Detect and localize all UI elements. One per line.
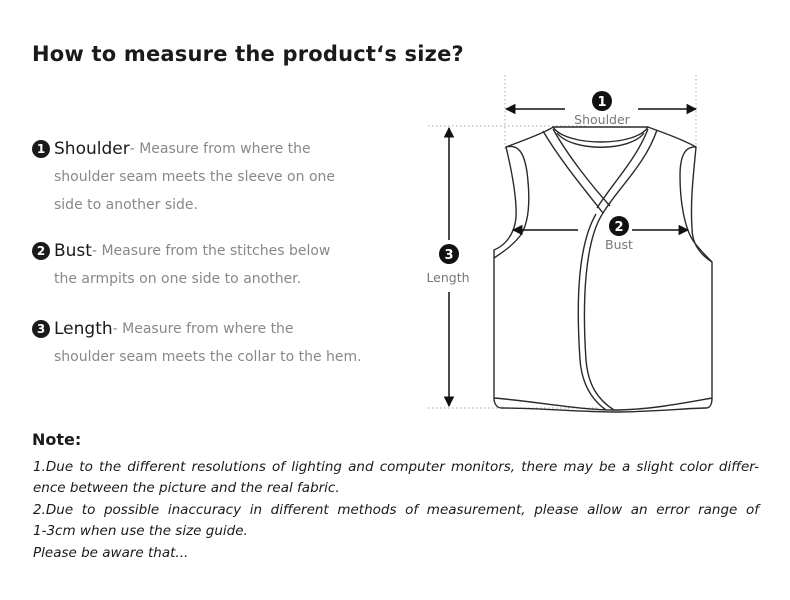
vest-outline xyxy=(493,126,713,413)
shoulder-number-circle xyxy=(592,91,612,111)
note-line: Please be aware that... xyxy=(33,545,189,561)
measurement-shoulder: 1 Shoulder - Measure from where the shou… xyxy=(32,135,392,219)
measurement-head: 3 Length - Measure from where the xyxy=(32,315,392,343)
measurement-head: 2 Bust - Measure from the stitches below xyxy=(32,237,392,265)
number-badge: 1 xyxy=(32,140,50,158)
number-badge: 2 xyxy=(32,242,50,260)
measurement-description-line: the armpits on one side to another. xyxy=(54,271,302,287)
measurement-name: Shoulder xyxy=(54,139,130,159)
note-line: 1-3cm when use the size guide. xyxy=(33,523,248,539)
length-label: Length xyxy=(426,270,469,285)
measurement-description-line: side to another side. xyxy=(54,197,198,213)
measurement-name: Length xyxy=(54,319,113,339)
guide-lines xyxy=(428,75,697,409)
measurement-head: 1 Shoulder - Measure from where the xyxy=(32,135,392,163)
note-line: 1.Due to the different resolutions of li… xyxy=(33,459,759,475)
measurement-length: 3 Length - Measure from where the should… xyxy=(32,315,392,371)
length-number-circle xyxy=(439,244,459,264)
measurement-description: - Measure from the stitches below xyxy=(91,243,331,259)
bust-number-circle xyxy=(609,216,629,236)
note-line: ence between the picture and the real fa… xyxy=(33,480,340,496)
measurement-name: Bust xyxy=(54,241,92,261)
bust-number: 2 xyxy=(614,220,623,235)
length-number: 3 xyxy=(444,248,453,263)
bust-label: Bust xyxy=(605,237,633,252)
measurement-description: - Measure from where the xyxy=(112,321,294,337)
note-title: Note: xyxy=(32,430,82,449)
page-title: How to measure the product‘s size? xyxy=(32,42,464,66)
shoulder-label: Shoulder xyxy=(574,112,631,127)
shoulder-number: 1 xyxy=(597,95,606,110)
measurement-description-line: shoulder seam meets the sleeve on one xyxy=(54,169,335,185)
measurement-description-line: shoulder seam meets the collar to the he… xyxy=(54,349,362,365)
measurement-description: - Measure from where the xyxy=(129,141,311,157)
measurement-bust: 2 Bust - Measure from the stitches below… xyxy=(32,237,392,293)
note-line: 2.Due to possible inaccuracy in differen… xyxy=(33,502,759,518)
number-badge: 3 xyxy=(32,320,50,338)
